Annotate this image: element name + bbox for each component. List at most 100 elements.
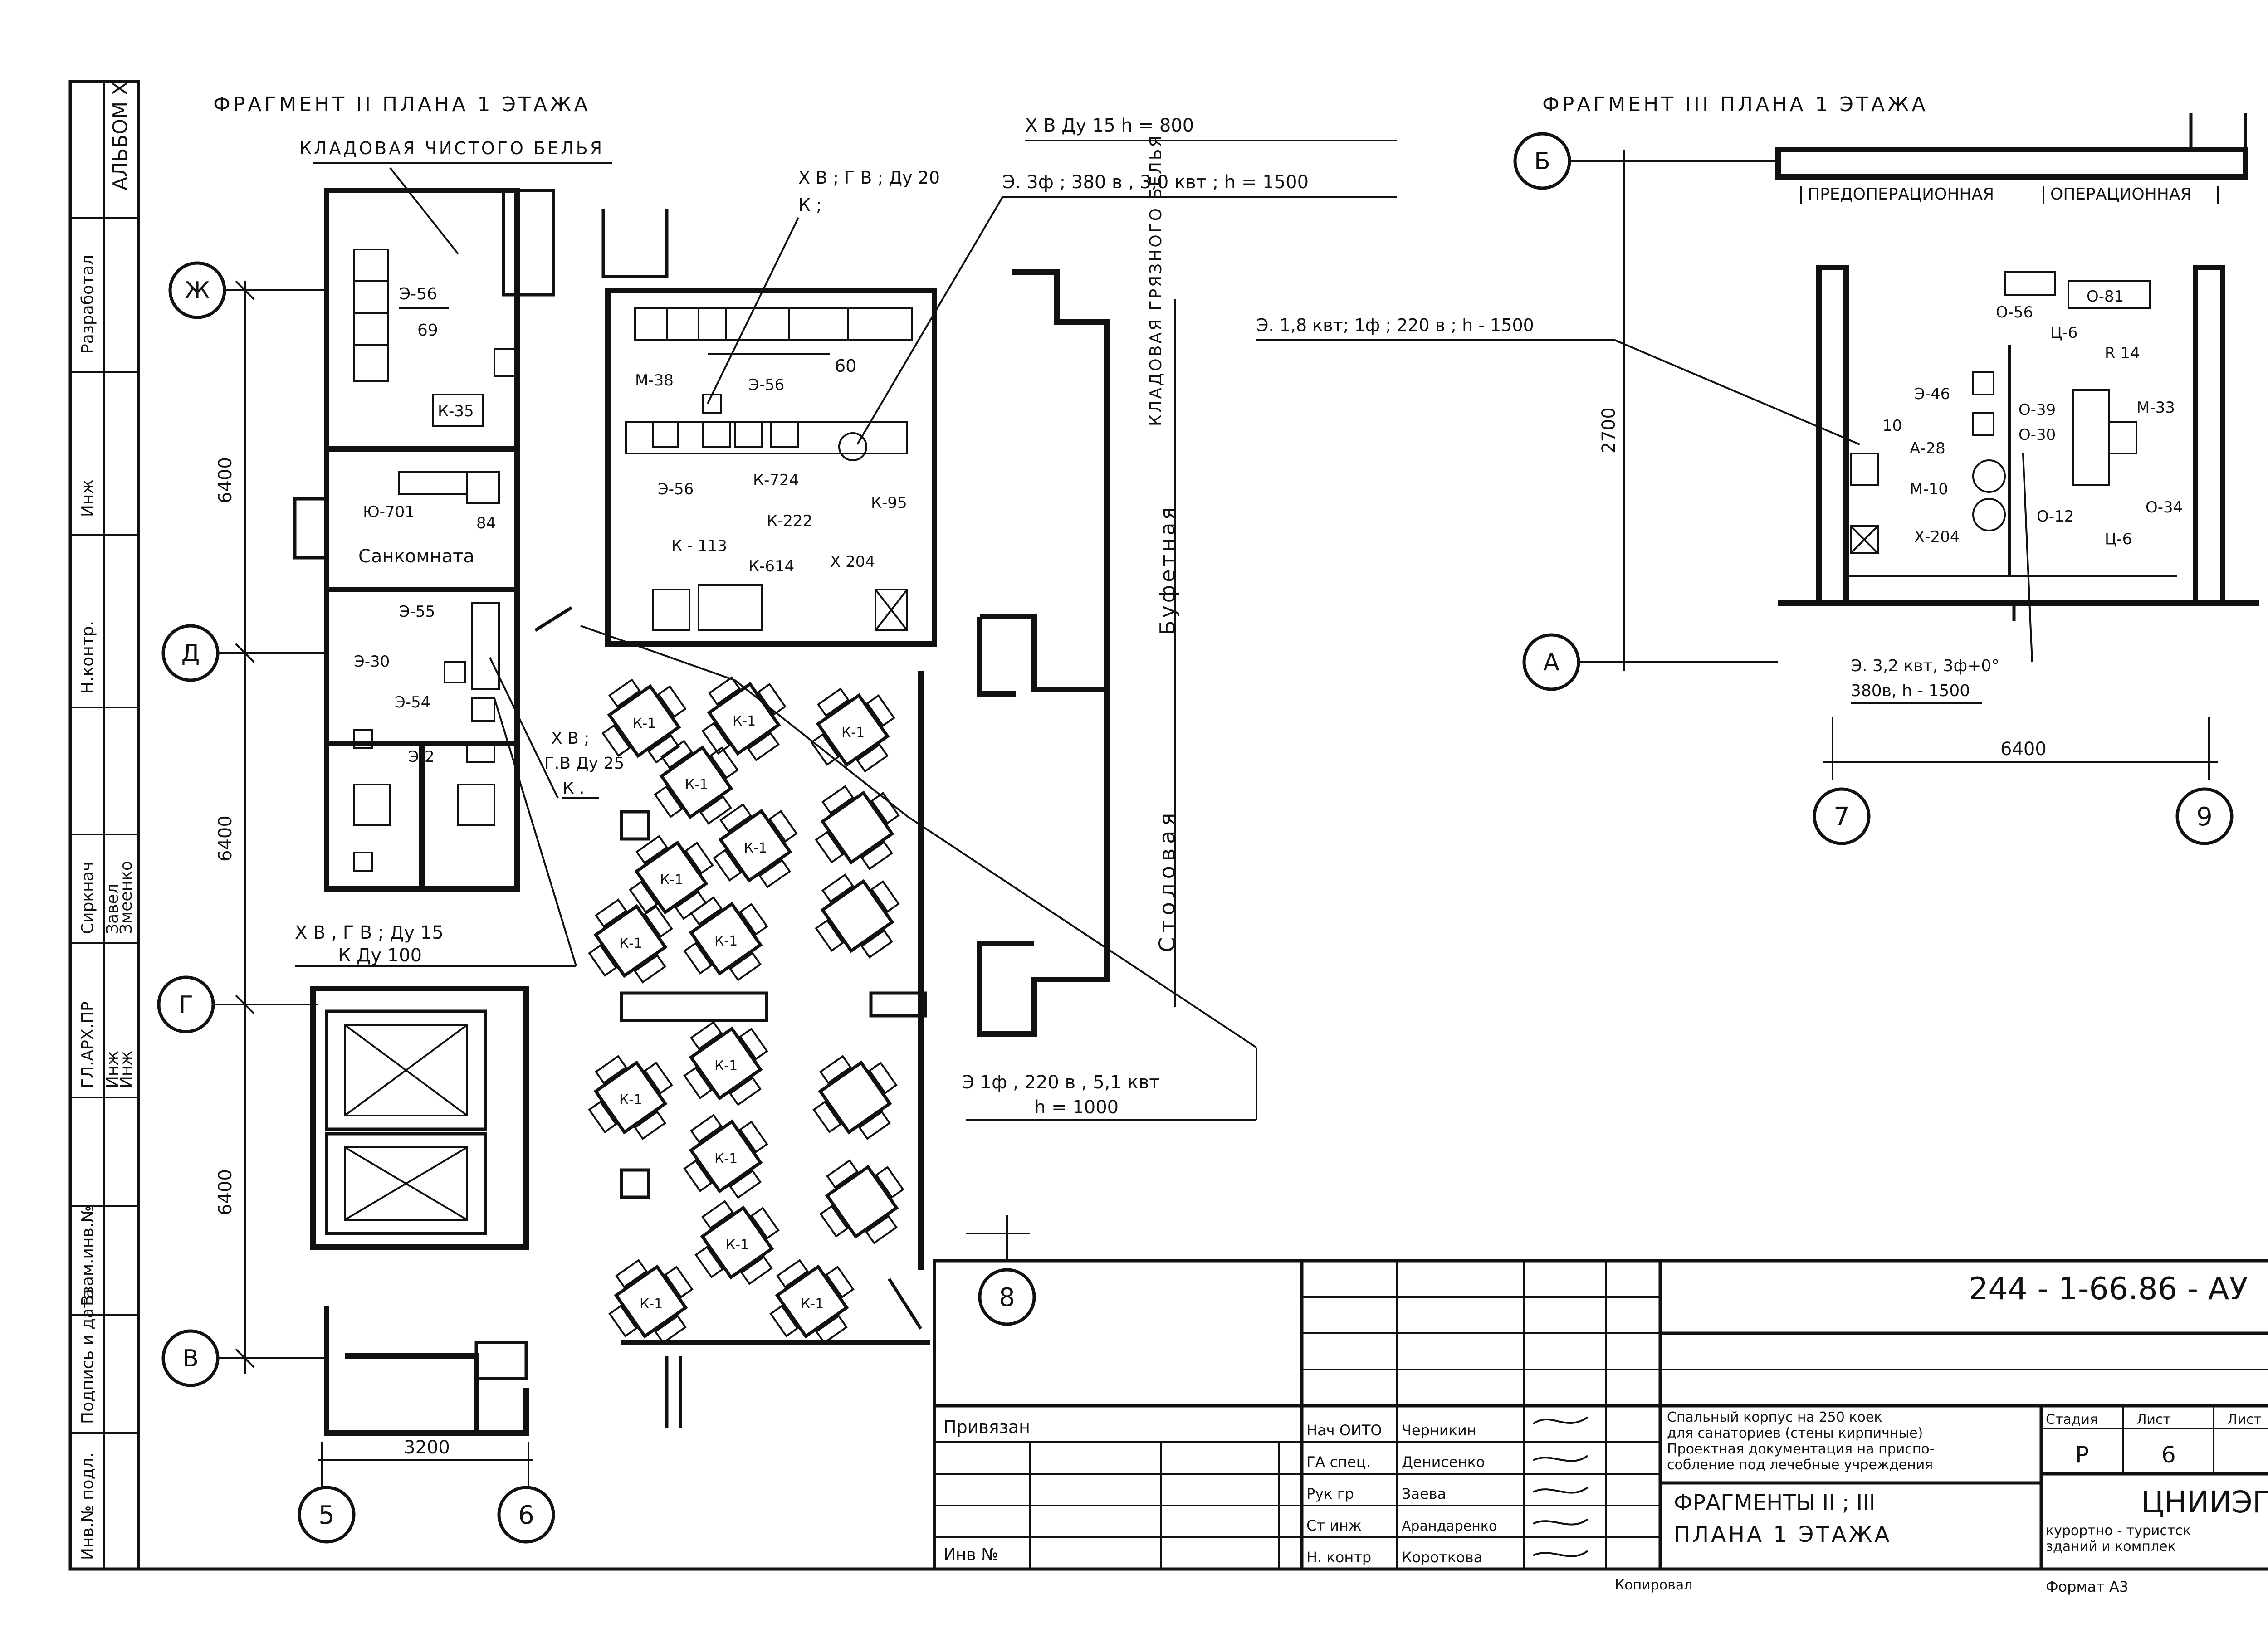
dining-table [694,1200,780,1285]
stamp-field: Инж [103,1051,122,1088]
equip-k113: К - 113 [671,537,727,555]
lists-label: Лист [2227,1412,2262,1428]
equip-x204: Х 204 [830,553,875,571]
drawing-code: 244 - 1-66.86 - АУ [1969,1271,2248,1307]
equip-k95: К-95 [871,494,907,512]
table-label-k1: К-1 [619,936,642,951]
table-label-k1: К-1 [744,840,767,856]
equip-e54: Э-54 [395,693,430,712]
dining-table [588,1055,673,1140]
axis-label-5: 5 [318,1501,335,1530]
fragment-3: ФРАГМЕНТ III ПЛАНА 1 ЭТАЖА Б А 2700 ПРЕД… [1256,93,2259,845]
equip-69: 69 [417,321,438,340]
dining-table [815,785,900,870]
dining-table [588,898,673,984]
dining-table [629,835,714,920]
stadia-label: Стадия [2046,1412,2098,1428]
table-label-k1: К-1 [619,1092,642,1108]
equip-o30: О-30 [2019,426,2056,444]
dim-2700: 2700 [1598,407,1619,453]
equip-e46: Э-46 [1914,385,1950,403]
room-label-clean-linen: КЛАДОВАЯ ЧИСТОГО БЕЛЬЯ [299,138,604,158]
stamp-field: Н.контр. [78,621,97,694]
equip-a28: А-28 [1910,439,1945,458]
table-label-k1: К-1 [733,713,756,729]
role-label: Нач ОИТО [1306,1422,1382,1439]
stamp-field: ГЛ.АРХ.ПР [78,1001,97,1088]
axis-label-a: А [1543,649,1559,676]
person-name: Черникин [1402,1422,1476,1439]
equip-84: 84 [476,514,496,532]
sheet-title-1: ФРАГМЕНТЫ II ; III [1674,1490,1876,1516]
dining-table [769,1259,855,1344]
note-power-op-1: Э. 3,2 квт, 3ф+0° [1851,657,1999,675]
stamp-album: АЛЬБОМ Х [109,82,132,190]
note-power-dining-1: Э 1ф , 220 в , 5,1 квт [962,1072,1160,1093]
dining-table [713,803,798,888]
room-label-buffet: Буфетная [1155,505,1180,635]
person-name: Денисенко [1402,1453,1485,1471]
role-label: Ст инж [1306,1517,1362,1534]
note-power-kitchen: Э. 3ф ; 380 в , 3,0 квт ; h = 1500 [1002,172,1309,193]
equip-r14: R 14 [2105,344,2140,362]
dining-table [815,873,900,959]
axis-label-9: 9 [2196,802,2213,832]
dining-table [683,896,768,981]
equip-yu701: Ю-701 [363,503,415,521]
table-label-k1: К-1 [841,725,865,741]
stadia-value: Р [2075,1442,2089,1468]
dim-3200: 3200 [404,1437,450,1458]
stamp-field: Завел [103,883,122,934]
equip-k35: К-35 [438,402,474,420]
fragment-2-title: ФРАГМЕНТ II ПЛАНА 1 ЭТАЖА [213,93,591,116]
sheet-title-2: ПЛАНА 1 ЭТАЖА [1674,1522,1892,1547]
stamp-field: Инж [117,1051,136,1088]
note-water-sink: Х В ; Г В ; Ду 20 [798,168,940,188]
stamp-field: Инж [78,479,97,517]
axis-label-b: Б [1534,148,1550,175]
equip-ts6b: Ц-6 [2105,530,2132,548]
equip-e55: Э-55 [399,603,435,621]
table-label-k1: К-1 [801,1296,824,1312]
equip-10: 10 [1882,417,1902,435]
project-desc-line: Спальный корпус на 250 коек [1667,1409,1882,1425]
table-label-k1: К-1 [640,1296,663,1312]
axis-label-8: 8 [999,1283,1015,1312]
room-label-preop: ПРЕДОПЕРАЦИОННАЯ [1808,185,1994,204]
project-desc-line: для санаториев (стены кирпичные) [1667,1425,1923,1441]
privyazan-label: Привязан [943,1417,1030,1437]
table-label-k1: К-1 [726,1237,749,1253]
dining-table [819,1159,904,1244]
stamp-field: Змеенко [117,861,136,934]
stamp-field: Инв.№ подл. [78,1453,97,1560]
equip-o81: О-81 [2087,288,2124,306]
org-name: ЦНИИЭП [2141,1485,2268,1520]
room-label-dining: Столовая [1155,809,1180,952]
inv-label: Инв № [943,1545,998,1564]
note-power-op-2: 380в, h - 1500 [1851,682,1970,700]
table-label-k1: К-1 [714,1058,738,1074]
copied-label: Копировал [1615,1577,1692,1593]
axis-label-6: 6 [518,1501,534,1530]
equip-e56a: Э-56 [399,285,437,303]
note-water-sink-2: К ; [798,195,822,215]
note-water-san-2: Г.В Ду 25 [544,754,624,773]
equip-o56: О-56 [1996,303,2033,322]
dining-table [601,678,687,764]
stamp-field: Сиркнач [78,862,97,934]
person-name: Заева [1402,1485,1446,1502]
room-label-sanitary: Санкомната [358,546,474,567]
role-label: Рук гр [1306,1485,1354,1502]
stamp-field: Разработал [78,255,97,354]
note-water-san-3: К . [562,779,584,798]
dim-6400-2: 6400 [215,815,236,862]
equip-k222: К-222 [767,512,812,530]
table-label-k1: К-1 [714,1151,738,1167]
list-value: 6 [2161,1442,2176,1468]
stamp-field: Подпись и дата [78,1289,97,1424]
axis-label-d: Д [181,640,200,667]
equip-m33: М-33 [2136,399,2175,417]
equip-e56b: Э-56 [748,376,784,394]
equip-e2: Э-2 [408,748,435,766]
